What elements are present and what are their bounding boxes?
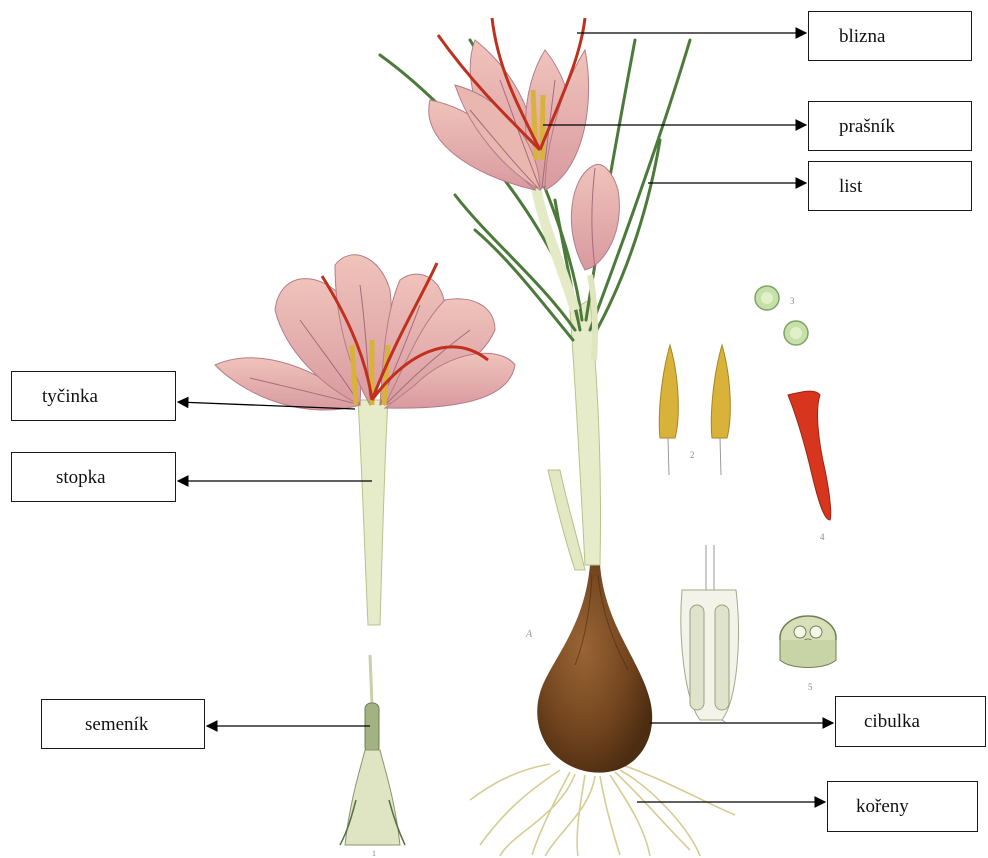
label-semenik: semeník <box>41 699 205 749</box>
label-blizna: blizna <box>808 11 972 61</box>
label-cibulka: cibulka <box>835 696 986 747</box>
bulb <box>537 565 652 773</box>
ovary-section <box>681 545 739 722</box>
pollen-grains: 3 <box>755 286 808 345</box>
anther-details: 2 <box>659 345 730 475</box>
cross-section: 5 <box>780 616 836 692</box>
fig-4-number: 4 <box>820 532 825 542</box>
label-list: list <box>808 161 972 211</box>
label-tycinka: tyčinka <box>11 371 176 421</box>
roots <box>470 764 735 856</box>
label-stopka: stopka <box>11 452 176 502</box>
open-flower <box>215 255 515 625</box>
fig-1-number: 1 <box>372 849 376 858</box>
fig-2-number: 2 <box>690 450 695 460</box>
stigma-detail: 4 <box>788 391 831 542</box>
main-flower <box>429 18 589 310</box>
fig-3-number: 3 <box>790 296 795 306</box>
fig-a-number: A <box>525 629 533 640</box>
label-koreny: kořeny <box>827 781 978 832</box>
fig-5-number: 5 <box>808 682 813 692</box>
main-plant <box>380 18 735 856</box>
ovary-detail: 1 <box>340 655 405 858</box>
label-prasnik: prašník <box>808 101 972 151</box>
